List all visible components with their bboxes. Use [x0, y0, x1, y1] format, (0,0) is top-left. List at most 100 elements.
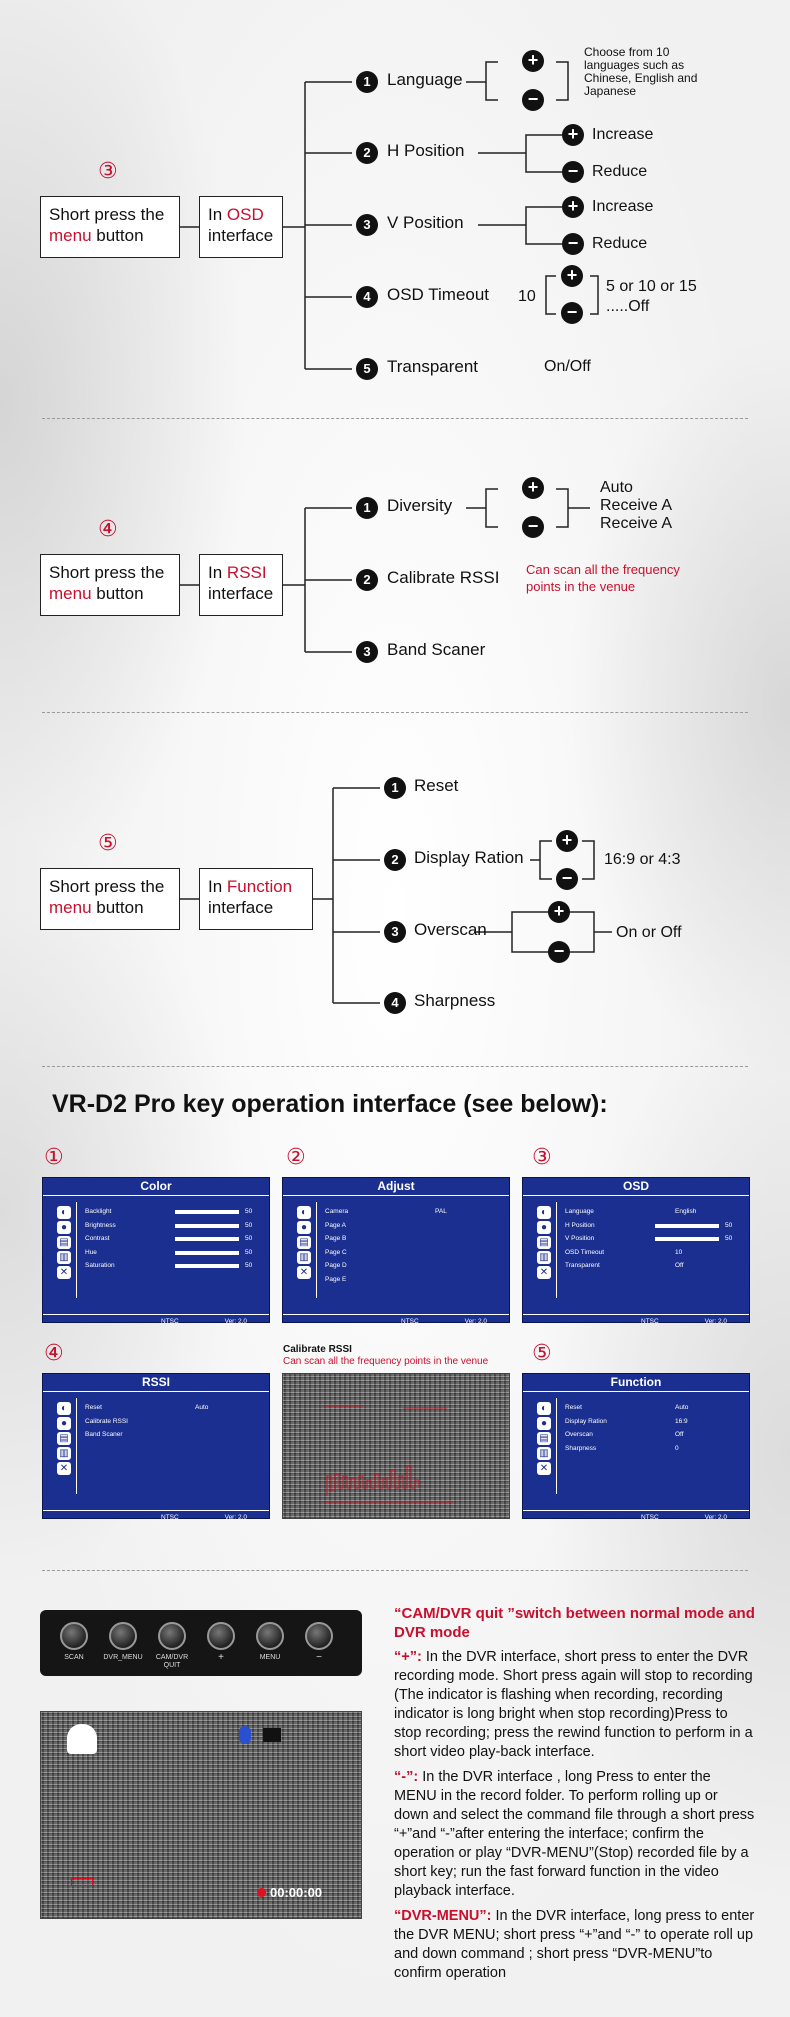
calibrate-rssi-note: Can scan all the frequency points in the… [283, 1356, 489, 1367]
calibrate-rssi-title: Calibrate RSSI [283, 1344, 352, 1355]
menu-icons: ◐●▤▥✕ [57, 1402, 73, 1477]
timeout-off: .....Off [606, 298, 650, 315]
timeout-options: 5 or 10 or 15 [606, 278, 697, 295]
recording-timer: 00:00:00 [270, 1885, 323, 1900]
description-dvr-menu: “DVR-MENU”: In the DVR interface, long p… [394, 1908, 755, 1981]
menu-row[interactable]: Page C [325, 1248, 347, 1256]
ghost-icon [67, 1724, 97, 1754]
microphone-icon [239, 1726, 251, 1744]
color-icon: ◐ [537, 1402, 551, 1415]
menu-row[interactable]: Band Scaner [85, 1431, 123, 1438]
menu-row[interactable]: Page D [325, 1262, 347, 1269]
display-ration-label[interactable]: Display Ration [414, 848, 524, 867]
menu-icons: ◐●▤▥✕ [537, 1402, 553, 1477]
mode-indicator [71, 1878, 93, 1886]
menu-icons: ◐●▤▥✕ [537, 1206, 553, 1281]
screen-title: Color [43, 1178, 269, 1196]
language-label[interactable]: Language [387, 70, 463, 89]
minus-button[interactable] [305, 1622, 333, 1650]
item-number-2: 2 [356, 142, 378, 164]
menu-row[interactable]: Page B [325, 1235, 347, 1242]
description-minus: “-”: In the DVR interface , long Press t… [394, 1769, 755, 1899]
tools-icon: ✕ [297, 1266, 311, 1279]
item-number-3: 3 [384, 921, 406, 943]
minus-icon: − [522, 89, 544, 111]
osd-icon: ▤ [297, 1236, 311, 1249]
short-press-menu-box: Short press the menu button [40, 196, 180, 258]
menu-row[interactable]: Page A [325, 1221, 346, 1229]
item-number-1: 1 [356, 71, 378, 93]
adjust-icon: ● [537, 1221, 551, 1234]
screen-title: Function [523, 1374, 749, 1392]
osd-timeout-label[interactable]: OSD Timeout [387, 285, 490, 304]
diversity-option-receive-a-2: Receive A [600, 515, 673, 532]
h-position-label[interactable]: H Position [387, 141, 465, 160]
section-divider [42, 1570, 748, 1571]
menu-button[interactable] [256, 1622, 284, 1650]
adjust-icon: ● [57, 1417, 71, 1430]
menu-row[interactable]: Page E [325, 1275, 347, 1283]
calibrate-note-line-1: Can scan all the frequency [526, 562, 680, 577]
diversity-label[interactable]: Diversity [387, 496, 453, 515]
item-number-3: 3 [356, 214, 378, 236]
sharpness-label[interactable]: Sharpness [414, 991, 496, 1010]
plus-icon: + [522, 477, 544, 499]
screen-title: OSD [523, 1178, 749, 1196]
item-number-3: 3 [356, 641, 378, 663]
cam-dvr-quit-button[interactable] [158, 1622, 186, 1650]
menu-icons: ◐●▤▥✕ [297, 1206, 313, 1281]
menu-row[interactable]: Calibrate RSSI [85, 1417, 128, 1425]
scan-button[interactable] [60, 1622, 88, 1650]
rssi-icon: ▥ [57, 1447, 71, 1460]
transparent-value: On/Off [544, 358, 591, 375]
transparent-label[interactable]: Transparent [387, 357, 479, 376]
plus-button[interactable] [207, 1622, 235, 1650]
menu-button-label: MENU [259, 1654, 281, 1661]
sd-card-icon [263, 1728, 281, 1742]
screen-title: Adjust [283, 1178, 509, 1196]
plus-icon: + [556, 830, 578, 852]
dvr-menu-button[interactable] [109, 1622, 137, 1650]
osd-icon: ▤ [57, 1236, 71, 1249]
section-divider [42, 1066, 748, 1067]
osd-tree-lines [180, 61, 599, 370]
display-ration-value: 16:9 or 4:3 [604, 851, 681, 868]
reduce-label: Reduce [592, 163, 648, 180]
reset-label[interactable]: Reset [414, 776, 459, 795]
plus-icon: + [561, 265, 583, 287]
calibrate-rssi-screen [282, 1373, 510, 1519]
plus-icon: + [562, 196, 584, 218]
dvr-preview-screen: 00:00:00 [40, 1711, 362, 1919]
cam-dvr-quit-button-label: CAM/DVR QUIT [155, 1654, 189, 1669]
osd-icon: ▤ [57, 1432, 71, 1445]
v-position-label[interactable]: V Position [387, 213, 464, 232]
rssi-spectrum-graphic [323, 1405, 453, 1503]
overscan-label[interactable]: Overscan [414, 920, 487, 939]
calibrate-rssi-label[interactable]: Calibrate RSSI [387, 568, 500, 587]
section-divider [42, 418, 748, 419]
description-cam-dvr: “CAM/DVR quit ”switch between normal mod… [394, 1605, 755, 1641]
description-plus: “+”: In the DVR interface, short press t… [394, 1649, 753, 1760]
tools-icon: ✕ [537, 1266, 551, 1279]
band-scaner-label[interactable]: Band Scaner [387, 640, 486, 659]
color-icon: ◐ [57, 1402, 71, 1415]
